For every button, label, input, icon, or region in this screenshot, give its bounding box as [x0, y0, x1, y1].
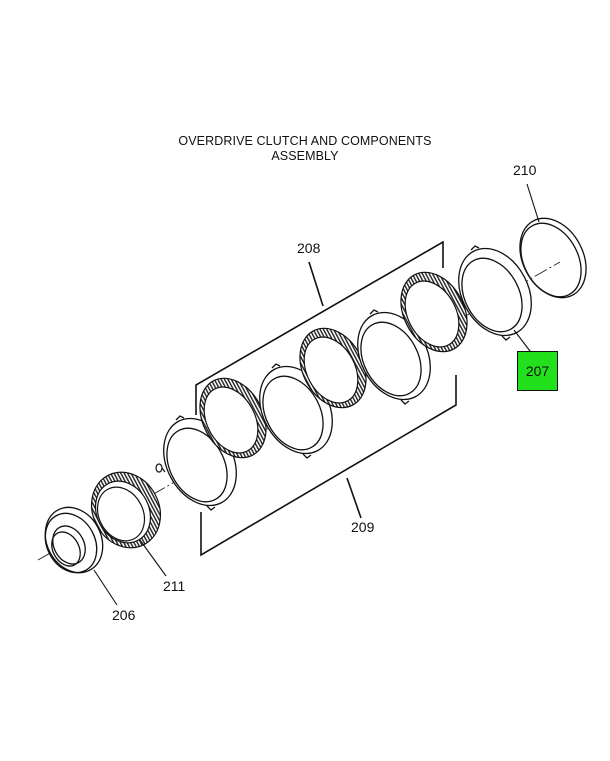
callout-210: 210	[513, 162, 537, 178]
hub-211	[90, 463, 166, 549]
friction-disc-2	[299, 327, 367, 409]
callout-209: 209	[351, 519, 375, 535]
callout-207-highlight[interactable]: 207	[517, 351, 558, 391]
callout-206: 206	[112, 607, 136, 623]
snap-ring-210	[519, 217, 587, 299]
page-title-line-1: OVERDRIVE CLUTCH AND COMPONENTS	[178, 134, 432, 148]
callout-211: 211	[163, 578, 186, 594]
piston-206	[44, 506, 104, 574]
leader-lines	[93, 183, 540, 606]
friction-disc-3	[400, 271, 468, 353]
friction-disc-1	[199, 377, 267, 459]
bracket-208	[195, 240, 444, 415]
callout-208: 208	[297, 240, 321, 256]
bracket-209	[200, 375, 457, 557]
page-title-line-2: ASSEMBLY	[271, 149, 339, 163]
pressure-plate-207	[458, 245, 532, 341]
